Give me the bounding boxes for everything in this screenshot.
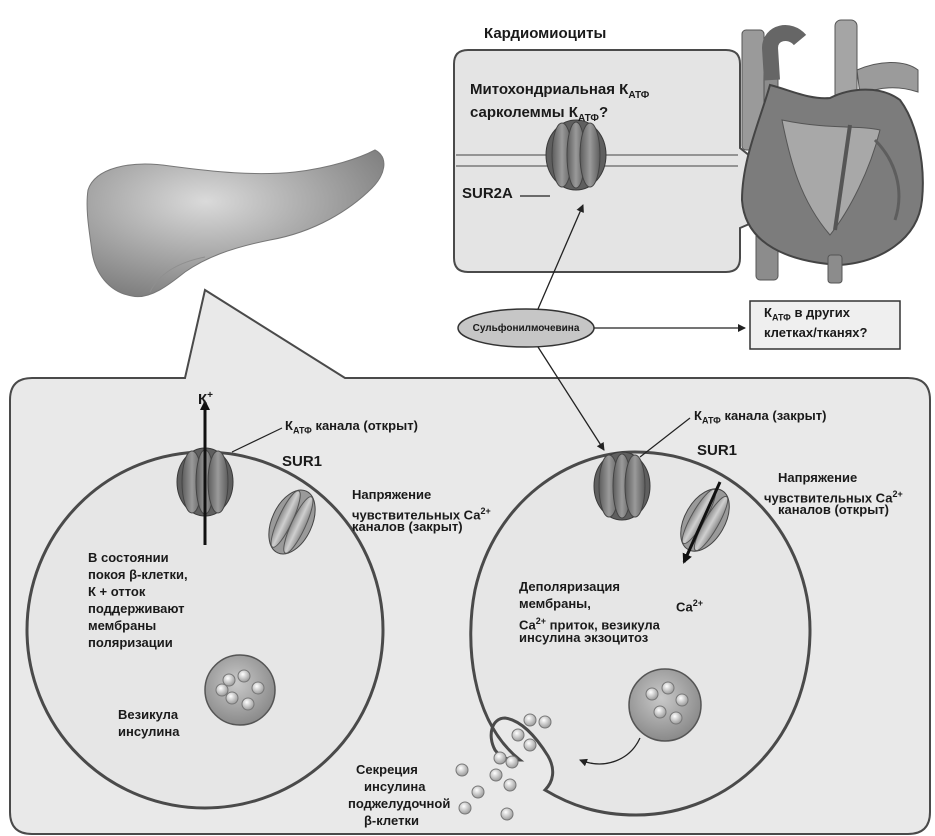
ca-ion-sup: 2+ (693, 598, 703, 608)
left-sur1-label: SUR1 (282, 452, 322, 471)
ca-ion-text: Са (676, 599, 693, 614)
other-k: К (764, 305, 772, 320)
right-ch-sub: АТФ (702, 416, 721, 426)
left-ca-line3: каналов (закрыт) (352, 519, 463, 535)
other-sub: АТФ (772, 313, 791, 323)
cardio-line2-text: сарколеммы К (470, 104, 578, 121)
heart-illustration (742, 20, 923, 283)
right-ca-line3: каналов (открыт) (778, 502, 889, 518)
other-tissues-line1: КАТФ в других (764, 305, 850, 326)
right-channel-label: КАТФ канала (закрыт) (694, 408, 826, 429)
left-insulin-vesicle (205, 655, 275, 725)
ca-ion-label: Са2+ (676, 595, 703, 615)
cardio-box-line2: сарколеммы КАТФ? (470, 103, 608, 128)
rest-text-5: поляризации (88, 635, 173, 651)
right-ca-line1: Напряжение (778, 470, 857, 486)
secretion-text-0: Секреция (356, 762, 418, 778)
other-tissues-line2: клетках/тканях? (764, 325, 867, 341)
depol-ca-sup: 2+ (536, 616, 546, 626)
pancreas-illustration (87, 150, 384, 297)
depol-line1: Деполяризация (519, 579, 620, 595)
left-ch-sub: АТФ (293, 426, 312, 436)
right-katp-channel (594, 452, 650, 520)
depol-line4: инсулина экзоцитоз (519, 630, 648, 646)
other-line1-text: в других (791, 305, 850, 320)
rest-text-3: поддерживают (88, 601, 185, 617)
right-ca-sup: 2+ (892, 489, 902, 499)
k-plus-label: К+ (198, 386, 213, 409)
left-channel-label: КАТФ канала (открыт) (285, 418, 418, 439)
rest-text-1: покоя β-клетки, (88, 567, 188, 583)
left-ch-text: канала (открыт) (312, 418, 418, 433)
secretion-text-1: инсулина (364, 779, 425, 795)
secretion-text-2: поджелудочной (348, 796, 450, 812)
vesicle-text-1: инсулина (118, 724, 179, 740)
rest-text-2: К + отток (88, 584, 145, 600)
cardio-line1-text: Митохондриальная К (470, 81, 628, 98)
sur2a-channel (546, 120, 606, 190)
left-ca-sup: 2+ (480, 506, 490, 516)
right-sur1-label: SUR1 (697, 441, 737, 460)
k-plus-text: К (198, 391, 207, 408)
right-ch-text: канала (закрыт) (721, 408, 827, 423)
cardio-sub2: АТФ (578, 113, 599, 124)
heading-cardiomyocytes: Кардиомиоциты (484, 24, 606, 43)
left-ch-k: К (285, 418, 293, 433)
depol-line2: мембраны, (519, 596, 591, 612)
secretion-text-3: β-клетки (364, 813, 419, 829)
right-ch-k: К (694, 408, 702, 423)
vesicle-text-0: Везикула (118, 707, 178, 723)
cardio-sub1: АТФ (628, 90, 649, 101)
cardio-box-line1: Митохондриальная КАТФ (470, 80, 649, 105)
left-ca-line1: Напряжение (352, 487, 431, 503)
right-insulin-vesicle (629, 669, 701, 741)
rest-text-4: мембраны (88, 618, 156, 634)
k-plus-sup: + (207, 390, 213, 401)
sulfonylurea-label: Сульфонилмочевина (466, 321, 586, 336)
sur2a-label: SUR2A (462, 184, 513, 203)
rest-text-0: В состоянии (88, 550, 169, 566)
cardio-question: ? (599, 104, 608, 121)
